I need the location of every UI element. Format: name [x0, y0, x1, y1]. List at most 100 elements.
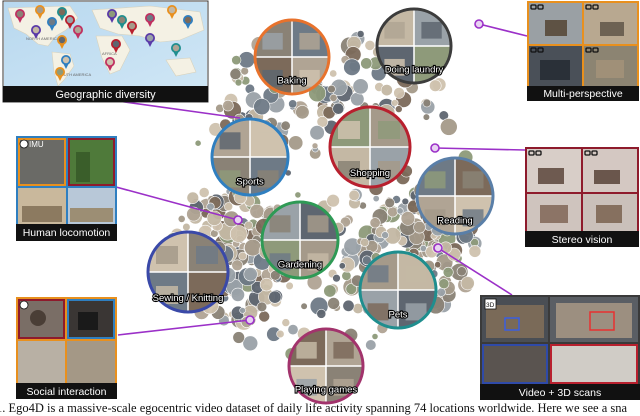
scatter-thumbnail — [442, 266, 454, 278]
scatter-thumbnail — [369, 217, 381, 229]
scatter-thumbnail — [387, 206, 398, 218]
scatter-thumbnail — [345, 283, 358, 295]
cluster-label: Doing laundry — [385, 65, 444, 76]
scatter-thumbnail — [348, 189, 360, 201]
scatter-thumbnail — [356, 30, 365, 38]
scatter-thumbnail — [365, 339, 377, 351]
location-pins — [15, 5, 193, 81]
panel-label-video-3d-scans: Video + 3D scans — [519, 387, 601, 399]
map-pin-icon — [171, 43, 181, 57]
video-3d-panel: 3D Video + 3D scans — [480, 295, 640, 400]
map-pin-icon — [107, 9, 117, 23]
panel-label-human-locomotion: Human locomotion — [23, 227, 111, 239]
scatter-thumbnail — [243, 267, 258, 282]
panel-label-stereo-vision: Stereo vision — [552, 234, 613, 246]
cluster-ring — [146, 230, 230, 314]
scatter-thumbnail — [311, 142, 319, 150]
scatter-thumbnail — [316, 308, 327, 319]
scatter-thumbnail — [300, 302, 308, 310]
cluster-label: Reading — [437, 215, 472, 226]
scatter-thumbnail — [468, 245, 482, 258]
connector-3d — [437, 247, 513, 296]
glasses-icon — [530, 4, 599, 53]
scatter-thumbnail — [194, 139, 202, 147]
scatter-thumbnail — [372, 195, 380, 203]
scatter-thumbnail — [231, 55, 242, 66]
scatter-thumbnail — [400, 211, 416, 226]
scatter-thumbnail — [280, 120, 291, 131]
cluster-label: Sports — [236, 176, 264, 187]
map-pin-icon — [167, 5, 177, 19]
map-pin-icon — [183, 15, 193, 29]
scatter-thumbnail — [361, 255, 372, 266]
map-pin-icon — [145, 33, 155, 47]
scatter-thumbnail — [393, 87, 405, 99]
scatter-thumbnail — [413, 221, 426, 234]
map-region-label: SOUTH AMERICA — [58, 72, 91, 77]
panel-label-social-interaction: Social interaction — [27, 386, 107, 398]
scatter-thumbnail — [198, 187, 210, 198]
australia-shape — [165, 57, 197, 77]
cluster-gardening: Gardening — [260, 200, 340, 280]
scatter-thumbnail — [422, 113, 431, 121]
cluster-label: Playing games — [295, 385, 358, 396]
map-region-label: NORTH AMERICA — [26, 36, 60, 41]
scatter-thumbnail — [436, 287, 446, 297]
scatter-thumbnail — [238, 251, 247, 261]
scatter-thumbnail — [326, 194, 340, 208]
scatter-thumbnail — [244, 238, 262, 257]
scatter-thumbnail — [276, 329, 285, 339]
scatter-thumbnail — [364, 40, 376, 51]
map-pin-icon — [35, 5, 45, 19]
scatter-thumbnail — [341, 270, 352, 281]
scatter-thumbnail — [206, 202, 215, 211]
cluster-ring — [253, 18, 331, 96]
scatter-thumbnail — [259, 277, 274, 292]
scatter-thumbnail — [329, 69, 338, 78]
connector-social — [117, 319, 251, 336]
scatter-thumbnail — [380, 84, 393, 97]
map-pin-icon — [65, 15, 75, 29]
cluster-label: Gardening — [278, 259, 322, 270]
scatter-thumbnail — [239, 307, 246, 314]
cluster-reading: Reading — [415, 156, 495, 236]
cluster-label: Shopping — [350, 168, 390, 179]
scatter-thumbnail — [222, 99, 234, 112]
connector-lines — [109, 19, 528, 336]
africa-shape — [95, 35, 131, 75]
connector-multi — [478, 23, 528, 37]
scatter-thumbnail — [394, 105, 403, 113]
scatter-thumbnail — [401, 197, 409, 206]
scatter-thumbnail — [350, 91, 365, 107]
map-pin-icon — [57, 35, 67, 49]
cluster-doing-laundry: Doing laundry — [375, 7, 453, 85]
connector-stereo — [434, 147, 526, 151]
scatter-thumbnail — [294, 191, 302, 199]
scatter-thumbnail — [338, 262, 346, 270]
scatter-thumbnail — [288, 135, 304, 151]
imu-badge-label: IMU — [29, 140, 44, 149]
cluster-ring — [328, 105, 412, 189]
scatter-thumbnail — [186, 206, 201, 222]
glasses-icon — [528, 150, 598, 156]
stereo-vision-panel: Stereo vision — [525, 147, 639, 247]
scatter-thumbnail — [456, 266, 467, 277]
scatter-thumbnail — [323, 284, 337, 298]
social-interaction-panel: Social interaction — [16, 297, 117, 399]
map-pin-icon — [145, 13, 155, 27]
scatter-thumbnail — [327, 84, 336, 94]
3d-badge-label: 3D — [486, 302, 495, 309]
cluster-ring — [415, 156, 495, 236]
scatter-thumbnail — [253, 98, 271, 116]
multi-perspective-panel: Multi-perspective — [527, 1, 639, 101]
scatter-thumbnail — [327, 297, 340, 310]
scatter-thumbnail — [371, 333, 379, 340]
scatter-thumbnail — [332, 274, 341, 283]
scatter-thumbnail — [439, 118, 458, 136]
connector-map — [109, 99, 241, 119]
scatter-thumbnail — [438, 278, 450, 290]
scatter-thumbnail — [381, 231, 389, 239]
scatter-thumbnail — [360, 57, 373, 70]
scatter-thumbnail — [177, 214, 186, 223]
